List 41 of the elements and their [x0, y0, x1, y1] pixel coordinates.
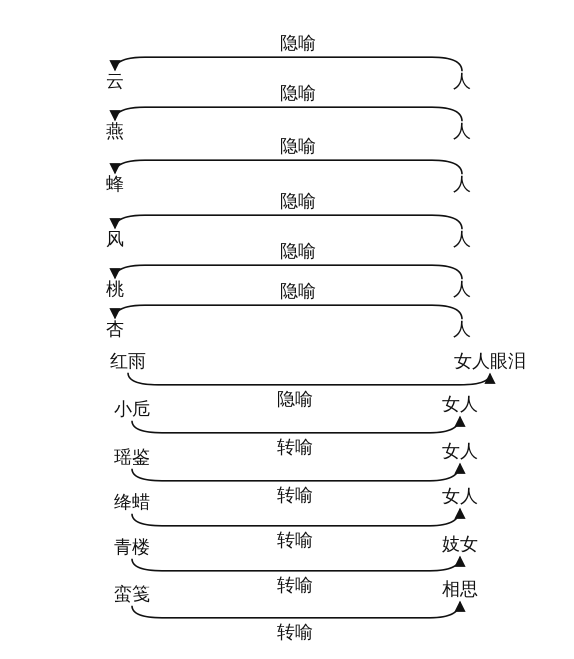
edge-label: 转喻	[275, 437, 315, 459]
term-text: 燕	[106, 121, 124, 143]
edge-label: 转喻	[275, 530, 315, 552]
edge-label: 转喻	[275, 485, 315, 507]
curved-arrow	[131, 462, 465, 482]
curved-arrow	[131, 600, 465, 619]
edge-label: 转喻	[275, 622, 315, 644]
edge-label: 转喻	[275, 575, 315, 597]
term-text: 女人	[442, 486, 478, 508]
curved-arrow	[110, 214, 463, 230]
term-text: 人	[453, 319, 471, 341]
term-text: 人	[453, 229, 471, 251]
term-text: 蜂	[106, 174, 124, 196]
curved-arrow	[131, 556, 465, 572]
term-text: 风	[106, 229, 124, 251]
term-text: 相思	[442, 579, 478, 601]
term-text: 绛蜡	[114, 492, 150, 514]
curved-arrow	[127, 372, 494, 386]
term-text: 人	[453, 174, 471, 196]
term-text: 瑶鉴	[114, 447, 150, 469]
term-text: 女人	[442, 394, 478, 416]
curved-arrow	[110, 159, 463, 174]
curved-arrow	[110, 106, 463, 122]
curved-arrow	[110, 264, 463, 280]
term-text: 桃	[106, 279, 124, 301]
term-text: 蛮笺	[114, 584, 150, 606]
term-text: 杏	[106, 319, 124, 341]
term-text: 云	[106, 71, 124, 93]
curved-arrow	[110, 304, 463, 320]
term-text: 小卮	[114, 399, 150, 421]
term-text: 人	[453, 121, 471, 143]
term-text: 女人	[442, 441, 478, 463]
term-text: 红雨	[110, 351, 146, 373]
curved-arrow	[110, 56, 463, 72]
curved-arrow	[131, 416, 465, 434]
term-text: 女人眼泪	[454, 351, 526, 373]
term-text: 青楼	[114, 537, 150, 559]
term-text: 人	[453, 279, 471, 301]
term-text: 妓女	[442, 534, 478, 556]
curved-arrow	[131, 508, 465, 527]
term-text: 人	[453, 71, 471, 93]
